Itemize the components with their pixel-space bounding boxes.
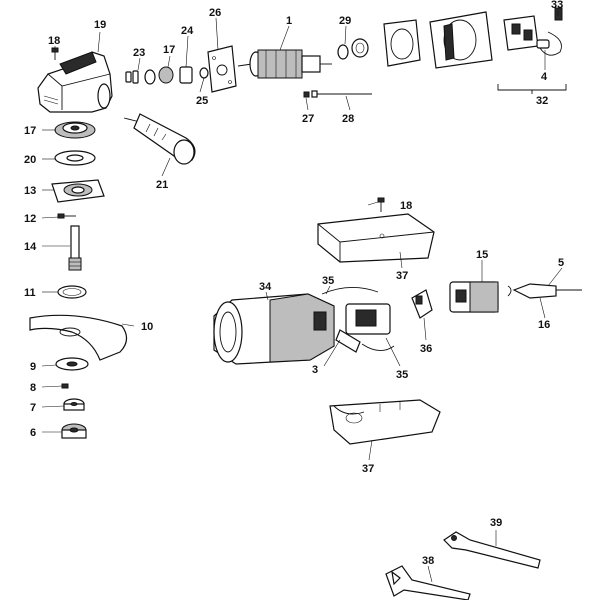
side-handle-21 [123, 113, 196, 165]
callout-33: 33 [551, 0, 563, 11]
callout-11: 11 [24, 287, 36, 299]
callout-6: 6 [30, 427, 36, 439]
callout-27: 27 [302, 113, 314, 125]
cable-clamp-36 [411, 289, 433, 319]
cord-5-sleeve-16 [507, 283, 582, 299]
callout-15: 15 [476, 249, 488, 261]
callout-16: 16 [538, 319, 550, 331]
callout-5: 5 [558, 257, 564, 269]
callout-35-bottom: 35 [396, 369, 408, 381]
screw-12 [57, 213, 76, 219]
callout-10: 10 [141, 321, 153, 333]
armature-1 [237, 49, 332, 79]
ring-11 [57, 285, 87, 299]
flange-nut-7 [63, 398, 85, 411]
bevel-gear-17 [54, 121, 96, 139]
leader-lines [41, 10, 563, 583]
callout-8: 8 [30, 382, 36, 394]
callout-21: 21 [156, 179, 168, 191]
nut-6 [61, 423, 87, 439]
bearing-parts-row [125, 66, 209, 85]
callout-34: 34 [259, 281, 272, 293]
callout-7: 7 [30, 402, 36, 414]
wheel-guard-10 [29, 314, 128, 361]
callout-17-top: 17 [163, 44, 175, 56]
gear-head-housing [37, 51, 113, 113]
switch-assembly [321, 287, 395, 353]
callout-29: 29 [339, 15, 351, 27]
callout-13: 13 [24, 185, 36, 197]
callout-25: 25 [196, 95, 208, 107]
callout-37-top: 37 [396, 270, 408, 282]
field-coil [429, 11, 493, 69]
callout-18-top: 18 [48, 35, 60, 47]
callout-14: 14 [24, 241, 37, 253]
callout-20: 20 [24, 154, 36, 166]
wrench-38 [385, 565, 471, 600]
callout-19: 19 [94, 19, 106, 31]
callout-37-bottom: 37 [362, 463, 374, 475]
callout-39: 39 [490, 517, 502, 529]
screw-8 [61, 383, 69, 389]
pin-wrench-39 [443, 531, 541, 569]
baffle-plate-26 [207, 45, 237, 93]
callout-36: 36 [420, 343, 432, 355]
fan-baffle [383, 19, 421, 67]
callout-17-left: 17 [24, 125, 36, 137]
callout-18-mid: 18 [400, 200, 412, 212]
callout-23: 23 [133, 47, 145, 59]
callout-3: 3 [312, 364, 318, 376]
callout-38: 38 [422, 555, 434, 567]
callout-26: 26 [209, 7, 221, 19]
callout-4: 4 [541, 71, 548, 83]
lower-cover-37 [329, 399, 441, 445]
bearing-29 [337, 38, 369, 60]
washer-20 [54, 150, 96, 166]
callout-12: 12 [24, 213, 36, 225]
callout-35-top: 35 [322, 275, 334, 287]
spindle-14 [68, 225, 82, 271]
switch-15 [449, 281, 499, 313]
screw-27-rod-28 [303, 90, 372, 98]
callout-labels: 19 18 23 17 24 26 1 29 33 25 4 32 27 28 … [24, 0, 564, 567]
flange-9 [55, 357, 89, 371]
callout-24: 24 [181, 25, 194, 37]
motor-housing-34 [213, 293, 335, 365]
callout-32: 32 [536, 95, 548, 107]
brush-holder-assembly [497, 7, 567, 94]
bearing-plate-13 [51, 179, 105, 203]
callout-9: 9 [30, 361, 36, 373]
screw-18-mid [377, 197, 385, 212]
callout-28: 28 [342, 113, 354, 125]
top-cover-37 [317, 213, 435, 263]
callout-1: 1 [286, 15, 292, 27]
